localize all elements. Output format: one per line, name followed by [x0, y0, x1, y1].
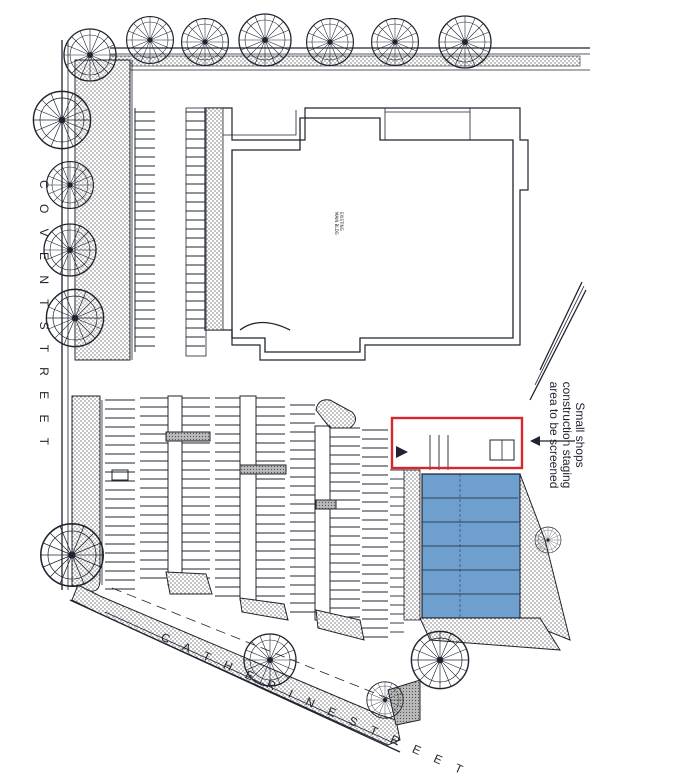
tree-icon: [410, 630, 470, 690]
tree-icon: [45, 288, 105, 348]
east-driveway: [529, 281, 587, 401]
tree-icon: [181, 18, 229, 66]
svg-text:C O V E N T S T R E E T: C O V E N T S T R E E T: [37, 180, 51, 451]
callout-line-1: Small shops: [573, 402, 587, 468]
callout-line-3: area to be screened: [547, 381, 561, 489]
existing-building: EXISTING MAIN BLDG: [185, 107, 529, 361]
callout-line-2: construction staging: [560, 381, 574, 489]
staging-callout: Small shops construction staging area to…: [547, 380, 587, 490]
tree-icon: [32, 90, 92, 150]
tree-icon: [63, 28, 117, 82]
top-boundary: [109, 47, 590, 71]
tree-icon: [126, 16, 174, 64]
left-sidewalk: [61, 40, 133, 592]
small-shops: [403, 469, 571, 651]
arrow-icon: [530, 436, 575, 446]
lower-parking-area: [105, 397, 449, 638]
staging-area: [390, 416, 524, 470]
svg-text:C A T H E R I N E S T R E E: C A T H E R I N E S T R E E T: [159, 630, 471, 775]
tree-icon: [534, 526, 562, 554]
tree-icon: [306, 18, 354, 66]
corner-structure: [387, 679, 421, 726]
tree-icon: [40, 523, 104, 587]
tree-icon: [438, 15, 492, 69]
parking-islands: [111, 395, 365, 641]
covent-street-label: C O V E N T S T R E E T: [37, 180, 51, 451]
svg-text:EXISTING: EXISTING: [339, 212, 344, 231]
parking-stalls-column-1: [134, 108, 155, 352]
catherine-street-label: C A T H E R I N E S T R E E T: [159, 630, 471, 775]
tree-icon: [371, 18, 419, 66]
svg-text:MAIN BLDG: MAIN BLDG: [334, 212, 339, 235]
tree-icon: [238, 13, 292, 67]
parking-stalls-column-2: [186, 111, 205, 347]
tree-icon: [366, 681, 404, 719]
tree-icon: [46, 161, 94, 209]
